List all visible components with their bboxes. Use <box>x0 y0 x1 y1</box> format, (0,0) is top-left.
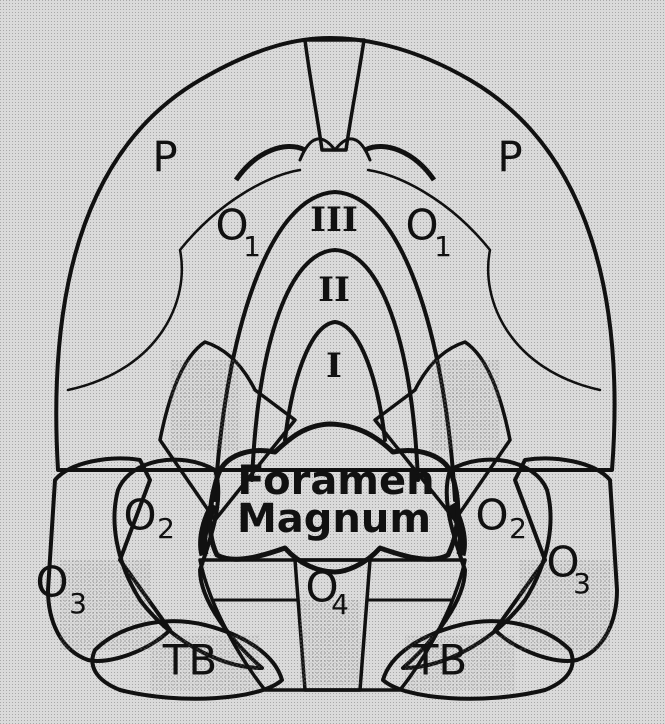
label-zone-iii: III <box>310 200 358 240</box>
stipple-o4 <box>300 600 360 685</box>
label-parietal-right: P <box>497 133 522 182</box>
label-zone-ii: II <box>318 270 350 310</box>
label-o3-right-sub: 3 <box>573 567 591 600</box>
label-o2-right: O <box>475 491 508 540</box>
label-tb-right: TB <box>412 636 467 685</box>
label-o2-right-sub: 2 <box>509 512 527 545</box>
label-foramen-line2: Magnum <box>237 496 431 542</box>
label-o2-left-sub: 2 <box>157 512 175 545</box>
label-tb-left: TB <box>162 636 217 685</box>
label-o4-sub: 4 <box>331 588 349 621</box>
label-o3-left: O <box>35 558 68 607</box>
label-o1-right-sub: 1 <box>434 230 452 263</box>
label-parietal-left: P <box>152 133 177 182</box>
label-zone-i: I <box>326 346 342 386</box>
label-o1-left-sub: 1 <box>243 230 261 263</box>
label-o2-left: O <box>123 491 156 540</box>
stipple-wing-left <box>170 360 240 450</box>
stipple-wing-right <box>430 360 500 450</box>
label-o3-left-sub: 3 <box>69 587 87 620</box>
